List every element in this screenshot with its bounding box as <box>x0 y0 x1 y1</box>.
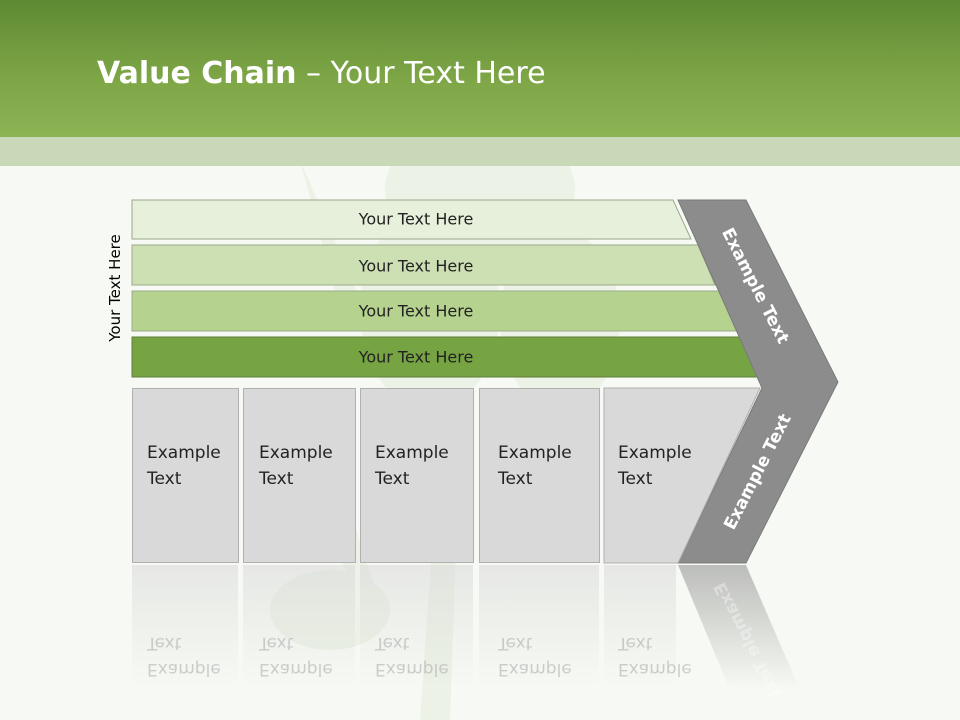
band-label-1: Your Text Here <box>358 209 474 229</box>
box-reflection <box>243 565 355 690</box>
activity-box-4 <box>479 388 600 563</box>
box-text-line2: Text <box>375 469 410 489</box>
band-label-3: Your Text Here <box>358 301 474 321</box>
box-text-line2: Text <box>618 469 653 489</box>
band-1 <box>131 199 692 240</box>
title-rest: – Your Text Here <box>296 56 546 91</box>
activity-box-1 <box>132 388 239 563</box>
header-subband <box>0 137 960 166</box>
box-text-line1: Example <box>259 443 333 463</box>
box-text-reflection: Example Text <box>147 630 221 682</box>
box-text-line2: Text <box>498 469 533 489</box>
title-bold: Value Chain <box>97 56 297 91</box>
box-text-line2: Text <box>259 469 294 489</box>
box-text-reflection: Example Text <box>618 630 692 682</box>
header-band <box>0 0 960 137</box>
box-text-reflection: Example Text <box>375 630 449 682</box>
slide-title: Value Chain – Your Text Here <box>97 52 546 96</box>
reflection-line1: Example <box>498 659 572 679</box>
band-label-4: Your Text Here <box>358 347 474 367</box>
box-reflection <box>132 565 238 690</box>
reflection-line2: Text <box>375 633 410 653</box>
box-text-line1: Example <box>375 443 449 463</box>
reflection-line1: Example <box>259 659 333 679</box>
box-text-line2: Text <box>147 469 182 489</box>
box-reflection <box>479 565 599 690</box>
reflection-line1: Example <box>375 659 449 679</box>
box-reflection <box>360 565 473 690</box>
activity-box-5 <box>603 387 761 564</box>
reflection-line2: Text <box>498 633 533 653</box>
box-reflection <box>604 565 676 690</box>
reflection-line2: Text <box>259 633 294 653</box>
band-label-2: Your Text Here <box>358 256 474 276</box>
box-text-reflection: Example Text <box>259 630 333 682</box>
band-2 <box>131 244 716 286</box>
reflection-line1: Example <box>147 659 221 679</box>
box-text-line1: Example <box>498 443 572 463</box>
box-text-line1: Example <box>147 443 221 463</box>
reflection-line2: Text <box>618 633 653 653</box>
box-text-reflection: Example Text <box>498 630 572 682</box>
chevron-reflection <box>678 565 800 690</box>
activity-box-3 <box>360 388 474 563</box>
reflection-line2: Text <box>147 633 182 653</box>
chevron-arrow <box>677 199 839 564</box>
reflection-line1: Example <box>618 659 692 679</box>
box-text-line1: Example <box>618 443 692 463</box>
activity-box-2 <box>243 388 356 563</box>
